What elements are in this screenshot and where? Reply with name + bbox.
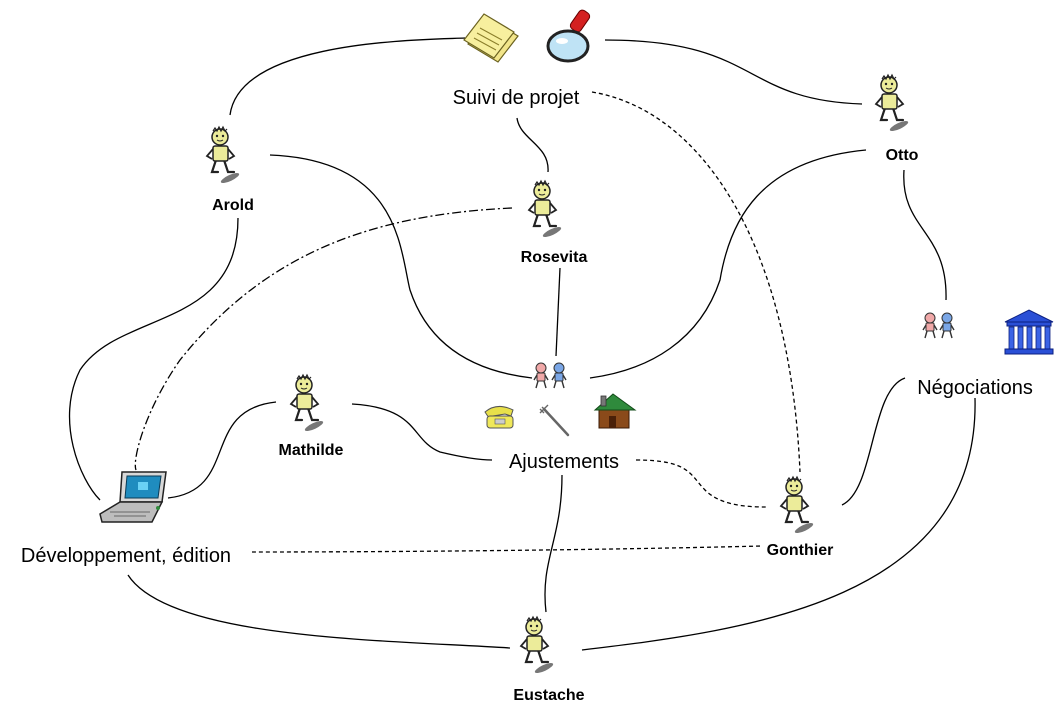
link-ajustements-eustache [544, 474, 563, 613]
person-label: Arold [212, 197, 254, 214]
person-mathilde: Mathilde [279, 373, 344, 459]
house-icon [593, 393, 637, 429]
person-label: Mathilde [279, 442, 344, 459]
activity-suivi: Suivi de projet [453, 9, 591, 109]
link-negociations-gonthier [841, 377, 906, 506]
link-developpement-eustache [127, 574, 511, 649]
link-mathilde-developpement [167, 401, 277, 499]
link-otto-negociations [903, 169, 947, 301]
activity-negociations: Négociations [917, 309, 1054, 399]
telephone-icon [484, 406, 514, 429]
person-label: Gonthier [767, 542, 834, 559]
fork-icon [539, 404, 570, 437]
person-icon [205, 125, 242, 187]
link-rosevita-ajustements [555, 267, 561, 357]
link-negociations-eustache [581, 397, 976, 651]
link-arold-suivi [229, 37, 466, 116]
couple-icon [922, 312, 955, 339]
person-eustache: Eustache [513, 615, 585, 704]
person-rosevita: Rosevita [521, 179, 588, 266]
person-otto: Otto [874, 73, 919, 164]
bank-icon [1004, 309, 1054, 355]
documents-icon [463, 13, 519, 63]
person-arold: Arold [205, 125, 254, 214]
person-label: Rosevita [521, 249, 588, 266]
person-icon [289, 373, 326, 435]
link-arold-ajustements [269, 154, 533, 379]
link-suivi-otto [604, 39, 863, 105]
laptop-icon [99, 471, 167, 523]
connections [68, 37, 976, 651]
person-label: Eustache [513, 687, 584, 704]
person-icon [779, 475, 816, 537]
link-rosevita-developpement [134, 207, 513, 471]
activity-label: Ajustements [509, 451, 619, 473]
activity-label: Suivi de projet [453, 87, 580, 109]
link-suivi-rosevita [516, 117, 549, 173]
person-gonthier: Gonthier [767, 475, 834, 559]
link-suivi-gonthier [591, 91, 801, 473]
person-label: Otto [886, 147, 919, 164]
link-developpement-gonthier [251, 545, 763, 553]
activity-label: Négociations [917, 377, 1033, 399]
person-icon [874, 73, 911, 135]
person-icon [519, 615, 556, 677]
person-icon [527, 179, 564, 241]
activity-ajustements: Ajustements [484, 362, 637, 473]
link-otto-ajustements [589, 149, 867, 379]
activity-label: Développement, édition [21, 545, 231, 567]
couple-icon [533, 362, 567, 389]
link-arold-developpement [68, 217, 239, 501]
link-ajustements-gonthier [635, 459, 767, 508]
magnifier-icon [546, 9, 591, 63]
activity-developpement: Développement, édition [21, 471, 231, 567]
link-mathilde-ajustements [351, 403, 493, 461]
